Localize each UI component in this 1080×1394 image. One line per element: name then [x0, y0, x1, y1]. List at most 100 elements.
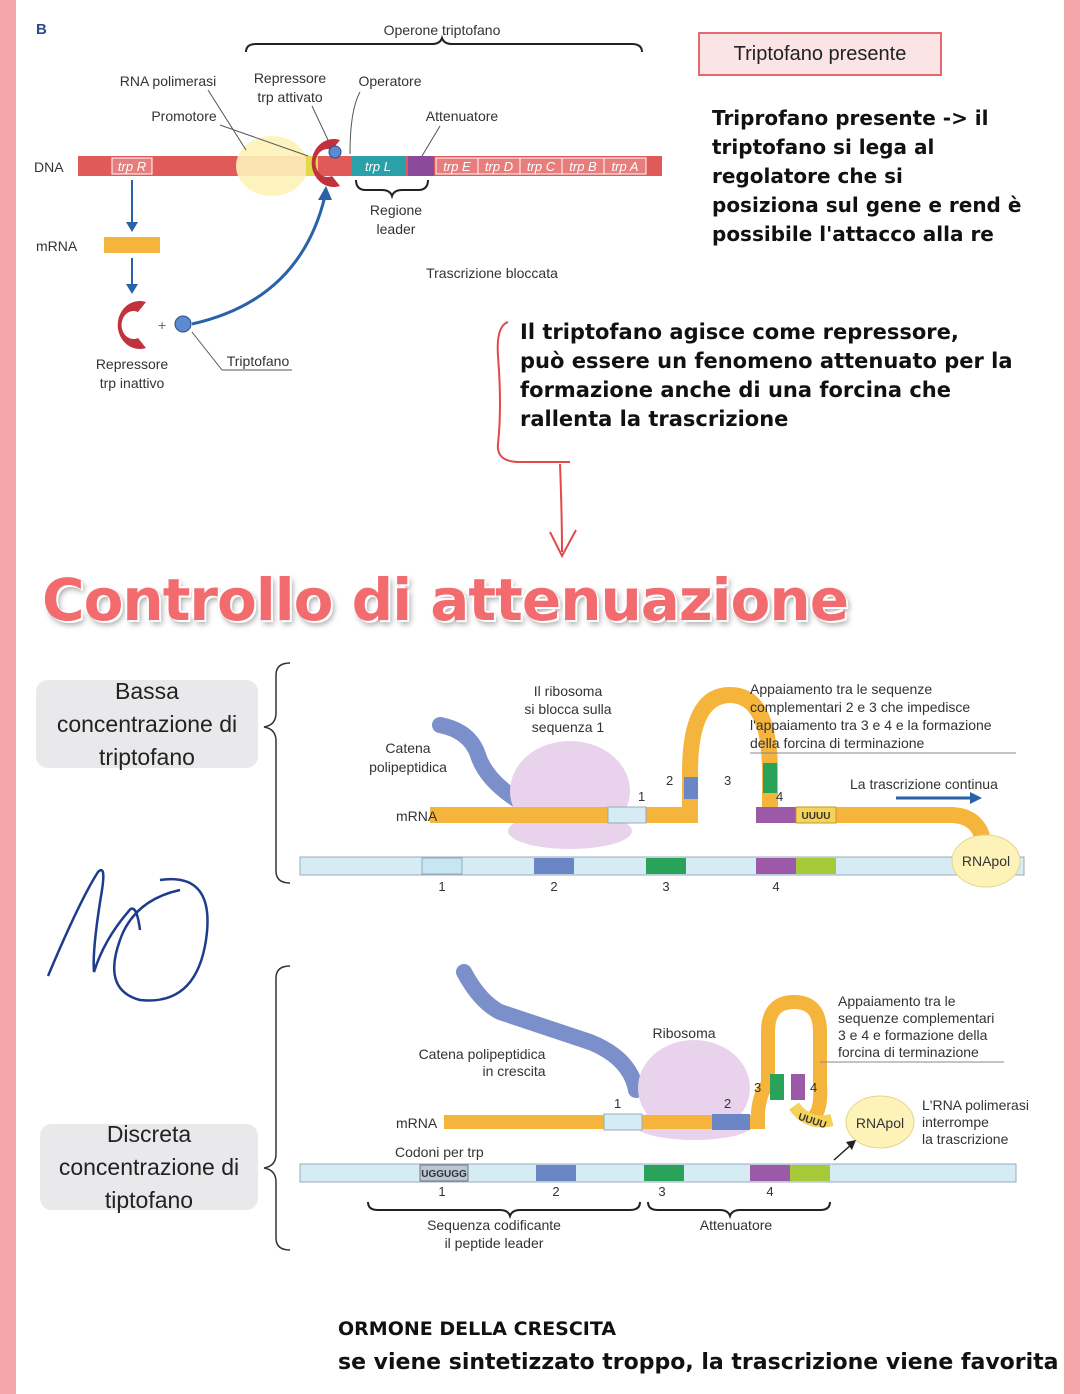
low-mrna-num-3: 3 — [724, 773, 731, 788]
gene-trpB-label: trp B — [569, 159, 597, 174]
note-top-line-1: Triprofano presente -> il — [712, 106, 989, 130]
high-dna-num-4: 4 — [766, 1184, 773, 1199]
attenuator-segment — [408, 156, 434, 176]
low-uuuu-label: UUUU — [802, 811, 831, 822]
repressor-inactive-label-1: Repressore — [96, 356, 169, 372]
high-mrna-label: mRNA — [396, 1115, 438, 1131]
bound-tryptophan-dot — [328, 145, 342, 159]
bottom-text: se viene sintetizzato troppo, la trascri… — [338, 1350, 1059, 1375]
high-trp-diagram: UGGUGG 1 2 3 4 Codoni per trp Sequenza c… — [263, 964, 1029, 1251]
bottom-title: ORMONE DELLA CRESCITA — [338, 1318, 617, 1340]
low-mrna-num-4: 4 — [776, 789, 783, 804]
right-frame-border — [1064, 0, 1080, 1394]
low-pairing-line-2: complementari 2 e 3 che impedisce — [750, 699, 970, 715]
low-polypeptide-chain — [432, 717, 530, 811]
high-mrna-num-3: 3 — [754, 1080, 761, 1095]
low-ribosome-label-3: sequenza 1 — [532, 719, 605, 735]
binding-arrow — [191, 195, 327, 326]
high-pairing-line-2: sequenze complementari — [838, 1010, 994, 1026]
low-mrna-num-2: 2 — [666, 773, 673, 788]
high-concentration-box: Discreta concentrazione di tiptofano — [40, 1121, 258, 1213]
low-trp-diagram: 1 2 3 4 UUUU 1 2 3 4 mRNA RNApol Catena … — [263, 662, 1025, 894]
high-chain-label-2: in crescita — [482, 1063, 545, 1079]
high-chain-label-1: Catena polipeptidica — [419, 1046, 546, 1062]
note-middle: Il triptofano agisce come repressore, pu… — [520, 318, 1050, 434]
repressor-active-label-1: Repressore — [254, 70, 327, 86]
low-pairing-line-4: della forcina di terminazione — [750, 735, 925, 751]
leader-region-label-2: leader — [377, 221, 416, 237]
operator-label: Operatore — [358, 73, 421, 89]
high-box-line-1: Discreta — [106, 1120, 192, 1147]
gene-trpL-label: trp L — [365, 159, 391, 174]
note-top-line-3: regolatore che si — [712, 164, 903, 188]
gene-trpA-label: trp A — [612, 159, 639, 174]
gene-trpD-label: trp D — [485, 159, 513, 174]
low-chain-label-2: polipeptidica — [369, 759, 447, 775]
note-middle-line-1: Il triptofano agisce come repressore, — [520, 320, 959, 344]
low-rnapol-shape — [951, 834, 1021, 888]
repressor-inactive-label-2: trp inattivo — [100, 375, 165, 391]
low-ribosome-label-1: Il ribosoma — [534, 683, 603, 699]
low-dna-num-2: 2 — [550, 879, 557, 894]
high-mrna-num-2: 2 — [724, 1096, 731, 1111]
note-middle-line-3: formazione anche di una forcina che — [520, 378, 951, 402]
high-stop-line-3: la trascrizione — [922, 1131, 1009, 1147]
low-rnapol-label: RNApol — [962, 853, 1010, 869]
gene-trpE-label: trp E — [443, 159, 471, 174]
trpR-mrna-bar — [104, 237, 160, 253]
high-ribosome-label: Ribosoma — [652, 1025, 715, 1041]
gene-trpL — [352, 156, 406, 176]
low-mrna-num-1: 1 — [638, 789, 645, 804]
operon-brace — [245, 34, 643, 53]
high-stop-line-1: L'RNA polimerasi — [922, 1097, 1029, 1113]
high-mrna-num-1: 1 — [614, 1096, 621, 1111]
low-dna-num-3: 3 — [662, 879, 669, 894]
promoter-label: Promotore — [151, 108, 217, 124]
note-top-line-4: posiziona sul gene e rend è — [712, 193, 1022, 217]
high-pairing-line-1: Appaiamento tra le — [838, 993, 956, 1009]
low-ribosome-label-2: si blocca sulla — [524, 701, 611, 717]
codons-label: Codoni per trp — [395, 1144, 484, 1160]
high-dna-num-2: 2 — [552, 1184, 559, 1199]
note-middle-line-4: rallenta la trascrizione — [520, 407, 789, 431]
plus-sign: + — [158, 317, 166, 333]
high-dna-num-1: 1 — [438, 1184, 445, 1199]
trp-codons-segment — [419, 1164, 469, 1182]
attenuator-label: Attenuatore — [426, 108, 499, 124]
high-pairing-line-4: forcina di terminazione — [838, 1044, 979, 1060]
gene-trpR — [111, 157, 153, 175]
section-title: Controllo di attenuazione — [42, 566, 849, 634]
inactive-repressor-shape — [117, 300, 146, 349]
note-top: Triprofano presente -> il triptofano si … — [712, 104, 1042, 249]
structural-genes — [435, 157, 647, 175]
tryptophan-dot — [174, 315, 192, 333]
active-repressor-shape — [311, 139, 340, 187]
tryptophan-present-tag: Triptofano presente — [698, 32, 942, 76]
high-mrna-strand — [444, 994, 828, 1129]
low-dna-num-4: 4 — [772, 879, 779, 894]
high-mrna-num-4: 4 — [810, 1080, 817, 1095]
transcription-blocked-label: Trascrizione bloccata — [426, 265, 558, 281]
high-dna-num-3: 3 — [658, 1184, 665, 1199]
left-frame-border — [0, 0, 16, 1394]
high-rnapol-shape — [845, 1095, 915, 1149]
rna-polymerase-shape — [236, 136, 308, 196]
low-box-line-1: Bassa — [115, 677, 179, 704]
low-mrna-label: mRNA — [396, 808, 438, 824]
leader-seq-label-2: il peptide leader — [445, 1235, 544, 1251]
handwritten-no-mark — [46, 868, 209, 1002]
high-attenuator-label: Attenuatore — [700, 1217, 773, 1233]
dna-label: DNA — [34, 159, 64, 175]
low-chain-label-1: Catena — [385, 740, 430, 756]
high-rnapol-label: RNApol — [856, 1115, 904, 1131]
high-pairing-line-3: 3 e 4 e formazione della — [838, 1027, 988, 1043]
high-box-line-2: concentrazione di — [58, 1153, 240, 1180]
low-box-line-3: triptofano — [99, 743, 195, 770]
operon-label: Operone triptofano — [384, 22, 501, 38]
tryptophan-label: Triptofano — [227, 353, 290, 369]
low-pairing-line-1: Appaiamento tra le sequenze — [750, 681, 932, 697]
rna-pol-label: RNA polimerasi — [120, 73, 216, 89]
trp-operon-diagram: B Operone triptofano DNA trp R trp L trp… — [34, 21, 662, 391]
low-dna-num-1: 1 — [438, 879, 445, 894]
low-box-line-2: concentrazione di — [56, 710, 238, 737]
